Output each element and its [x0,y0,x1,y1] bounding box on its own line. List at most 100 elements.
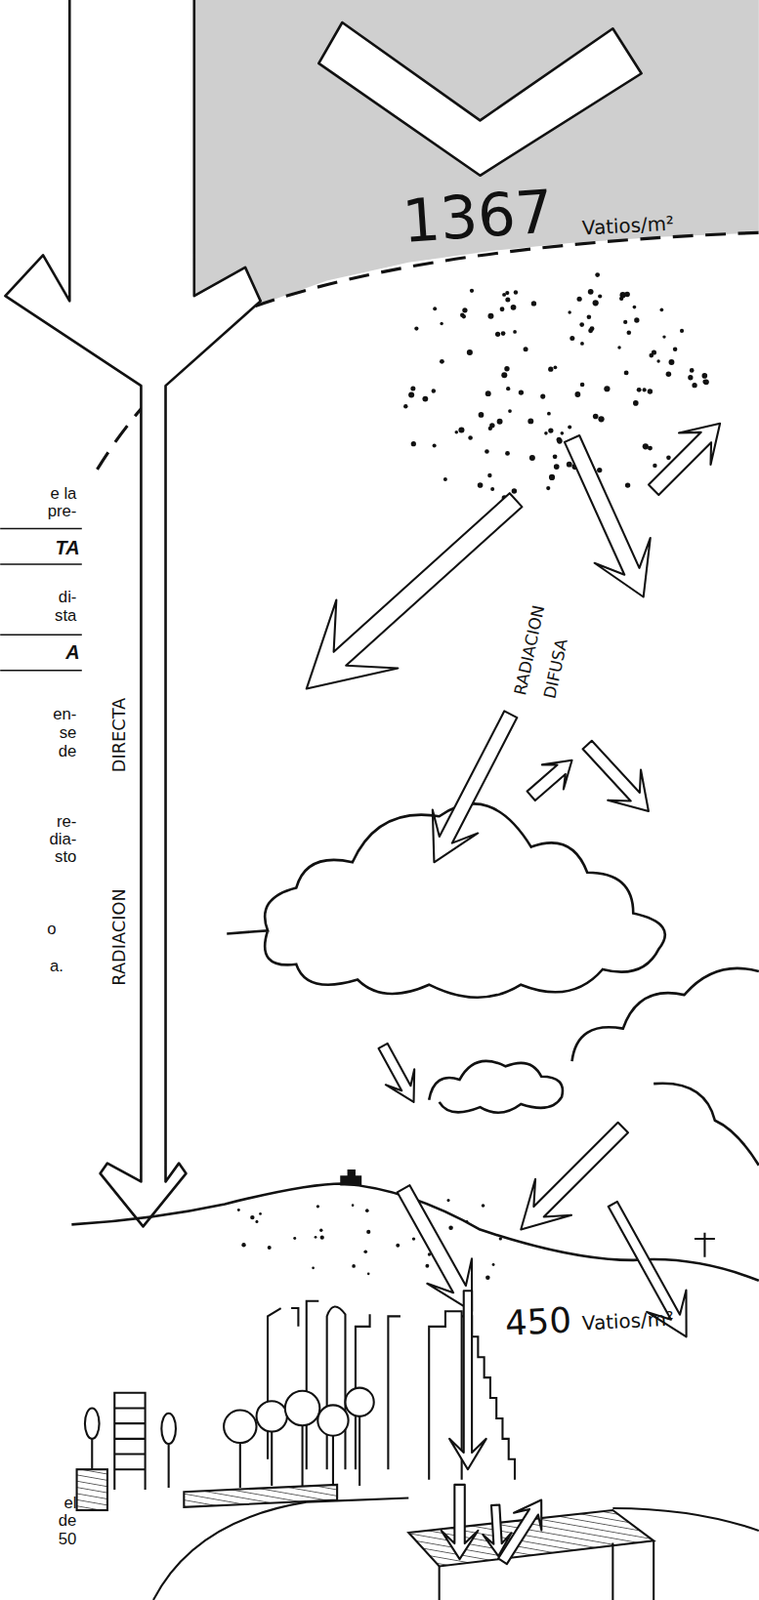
dot [411,441,417,447]
incoming-chevron [318,22,641,176]
tree-trunk [90,1439,93,1471]
dot [603,385,610,392]
text-rule [0,563,83,566]
dot [689,368,695,374]
dot [319,1228,323,1232]
dot [580,382,586,388]
radiation-arrow [441,1485,479,1561]
dot [662,335,666,338]
dot [499,1237,503,1241]
dot [642,387,647,392]
dot [656,359,660,363]
dot [469,289,474,294]
city [77,1302,759,1600]
dot [487,473,492,478]
dot [477,482,484,489]
dot [439,322,443,326]
cropped-text: di- [58,589,78,606]
dot [241,1243,246,1248]
statue-symbol [694,1233,716,1259]
dot [588,328,593,334]
dot [408,391,415,398]
dot [552,454,558,460]
dot [424,1265,429,1269]
dot [548,474,555,481]
radiation-arrow [498,1501,542,1566]
platform [183,1485,338,1509]
text-rule [0,528,83,531]
dot [544,431,549,436]
hilltop-building [339,1170,362,1187]
dot [512,330,517,335]
radiation-arrow [306,493,523,689]
dot [556,437,562,443]
dot [467,435,473,441]
dot [366,1230,371,1235]
cropped-text: dia- [49,831,78,848]
dot [507,409,512,414]
tree [84,1408,100,1439]
cropped-heading: A [65,643,80,664]
dot [465,1221,469,1224]
dot [448,1226,454,1232]
tree [344,1389,374,1418]
dot [531,300,537,306]
radiation-label: DIFUSA [541,637,570,701]
dot [633,317,639,323]
cropped-text: pre- [47,504,78,521]
dot [500,306,506,312]
dot [505,296,510,302]
tree-trunk [240,1417,360,1489]
dot [579,322,585,328]
radiation-label: RADIACION [112,888,130,986]
dot [492,1264,496,1267]
radiation-value: 1367 [400,181,555,252]
dot [258,1213,262,1217]
cropped-text: a. [49,959,64,976]
dot [548,367,553,373]
tree [317,1405,348,1436]
dot [412,1237,416,1241]
dot [566,462,573,468]
cropped-heading: TA [55,539,81,559]
radiation-label: DIRECTA [112,698,130,774]
dot [485,1275,491,1281]
dot [553,365,558,370]
dot [293,1237,296,1241]
dot [574,391,581,398]
dot [481,1204,486,1209]
dot [703,379,710,386]
dot [642,443,649,450]
cloud [572,969,759,1167]
dot [311,1266,315,1270]
space-region [194,0,759,338]
dot [367,1273,371,1277]
cropped-text: re- [56,813,77,831]
dot [351,1204,355,1208]
dot [560,431,565,436]
building [114,1393,145,1491]
building [77,1470,108,1512]
dot [666,456,672,462]
dot [588,289,594,296]
dot [414,326,419,331]
dot [466,349,473,356]
dot [580,341,585,346]
cropped-text: el [63,1496,77,1514]
dot [250,1216,254,1221]
dot [592,299,599,306]
dot [569,336,575,341]
dot [679,329,684,334]
dot [625,482,631,488]
dot [523,346,529,352]
dot [691,382,697,388]
dot [597,416,604,422]
unit-label: Vatios/m² [582,214,675,240]
text-rule [0,670,83,673]
text-rule [0,633,83,636]
dot [652,463,657,468]
cropped-text: 50 [58,1532,78,1550]
radiation-arrow [482,1506,511,1559]
dot [513,290,518,295]
